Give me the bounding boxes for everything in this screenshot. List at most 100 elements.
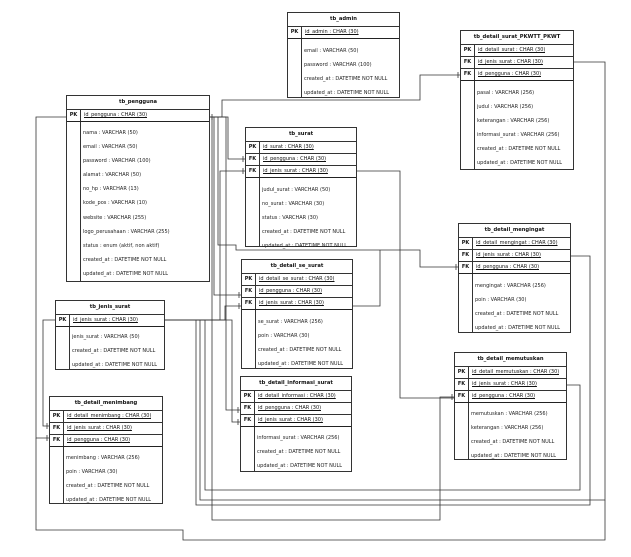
attribute-field: poin : VARCHAR (30) — [66, 469, 118, 475]
key-field-label: id_jenis_surat : CHAR (30) — [263, 168, 328, 174]
key-field-label: id_jenis_surat : CHAR (30) — [258, 417, 323, 423]
entity-title: tb_detail_mengingat — [459, 224, 570, 238]
key-type-label: FK — [246, 166, 260, 177]
attribute-field: informasi_surat : VARCHAR (256) — [257, 435, 340, 441]
attribute-field: judul : VARCHAR (256) — [477, 104, 534, 110]
attribute-list: memutuskan : VARCHAR (256)keterangan : V… — [455, 403, 566, 463]
key-gutter — [56, 301, 70, 369]
key-gutter — [455, 353, 469, 459]
attribute-field: pasal : VARCHAR (256) — [477, 90, 535, 96]
attribute-field: updated_at : DATETIME NOT NULL — [258, 361, 344, 367]
attribute-list: pasal : VARCHAR (256) judul : VARCHAR (25… — [461, 81, 573, 170]
relation-pengguna-informasi — [210, 116, 240, 411]
attribute-field: created_at : DATETIME NOT NULL — [475, 311, 559, 317]
key-field-label: id_pengguna : CHAR (30) — [472, 393, 536, 399]
entity-title: tb_jenis_surat — [56, 301, 164, 315]
attribute-field: created_at : DATETIME NOT NULL — [83, 256, 167, 263]
entity-title: tb_admin — [288, 13, 399, 27]
key-field-label: id_detail_memutuskan : CHAR (30) — [472, 369, 560, 375]
attribute-list: menimbang : VARCHAR (256) poin : VARCHAR … — [50, 447, 162, 507]
attribute-list: judul_surat : VARCHAR (50) no_surat : VAR… — [246, 178, 356, 253]
relation-jenis-menimbang — [42, 319, 55, 427]
attribute-field: created_at : DATETIME NOT NULL — [477, 146, 561, 152]
attribute-field: created_at : DATETIME NOT NULL — [471, 439, 555, 445]
attribute-field: poin : VARCHAR (30) — [475, 297, 527, 303]
attribute-field: updated_at : DATETIME NOT NULL — [257, 463, 343, 469]
attribute-field: created_at : DATETIME NOT NULL — [258, 347, 342, 353]
relation-outer-loop — [35, 438, 606, 541]
attribute-list: nama : VARCHAR (50)email : VARCHAR (50)p… — [67, 122, 209, 281]
attribute-field: updated_at : DATETIME NOT NULL — [83, 270, 169, 277]
key-type-label: FK — [241, 403, 255, 414]
key-field-label: id_jenis_surat : CHAR (30) — [259, 300, 324, 306]
entity-title: tb_detail_se_surat — [242, 260, 352, 274]
attribute-field: created_at : DATETIME NOT NULL — [304, 76, 388, 82]
key-field-label: id_detail_surat : CHAR (30) — [478, 47, 546, 53]
relation-pengguna-sesurat — [210, 116, 241, 296]
attribute-field: no_hp : VARCHAR (13) — [83, 186, 139, 193]
key-type-label: FK — [242, 298, 256, 309]
relation-pengguna-menimbang — [35, 116, 66, 439]
key-type-label: PK — [241, 391, 255, 402]
key-type-label: PK — [246, 142, 260, 153]
attribute-list: se_surat : VARCHAR (256)poin : VARCHAR (… — [242, 310, 352, 371]
key-type-label: FK — [241, 415, 255, 426]
attribute-field: menimbang : VARCHAR (256) — [66, 455, 140, 461]
attribute-field: updated_at : DATETIME NOT NULL — [66, 497, 152, 503]
key-field-label: id_detail_se_surat : CHAR (30) — [259, 276, 335, 282]
attribute-field: email : VARCHAR (50) — [304, 48, 359, 54]
attribute-field: judul_surat : VARCHAR (50) — [262, 187, 331, 193]
key-type-label: PK — [461, 45, 475, 56]
key-field-label: id_detail_informasi : CHAR (30) — [258, 393, 336, 399]
attribute-field: updated_at : DATETIME NOT NULL — [262, 243, 348, 249]
key-type-label: FK — [455, 391, 469, 402]
key-gutter — [67, 96, 81, 281]
attribute-field: jenis_surat : VARCHAR (50) — [72, 334, 140, 340]
key-type-label: PK — [67, 110, 81, 121]
entity-title: tb_detail_surat_PKWTT_PKWT — [461, 31, 573, 45]
attribute-field: keterangan : VARCHAR (256) — [477, 118, 550, 124]
key-type-label: FK — [246, 154, 260, 165]
relation-surat-detail — [357, 170, 454, 399]
key-type-label: PK — [242, 274, 256, 285]
attribute-field: password : VARCHAR (100) — [83, 158, 151, 165]
key-gutter — [246, 128, 260, 246]
key-type-label: FK — [459, 262, 473, 273]
key-type-label: PK — [288, 27, 302, 38]
attribute-field: no_surat : VARCHAR (30) — [262, 201, 325, 207]
key-field-label: id_pengguna : CHAR (30) — [258, 405, 322, 411]
attribute-field: keterangan : VARCHAR (256) — [471, 425, 544, 431]
key-field-label: id_jenis_surat : CHAR (30) — [67, 425, 132, 431]
attribute-field: updated_at : DATETIME NOT NULL — [471, 453, 557, 459]
key-gutter — [459, 224, 473, 332]
relation-pengguna-mengingat — [210, 116, 458, 268]
entity-title: tb_pengguna — [67, 96, 209, 110]
attribute-field: nama : VARCHAR (50) — [83, 130, 138, 136]
key-type-label: PK — [50, 411, 64, 422]
key-field-label: id_detail_menimbang : CHAR (30) — [67, 413, 152, 419]
key-type-label: FK — [50, 423, 64, 434]
